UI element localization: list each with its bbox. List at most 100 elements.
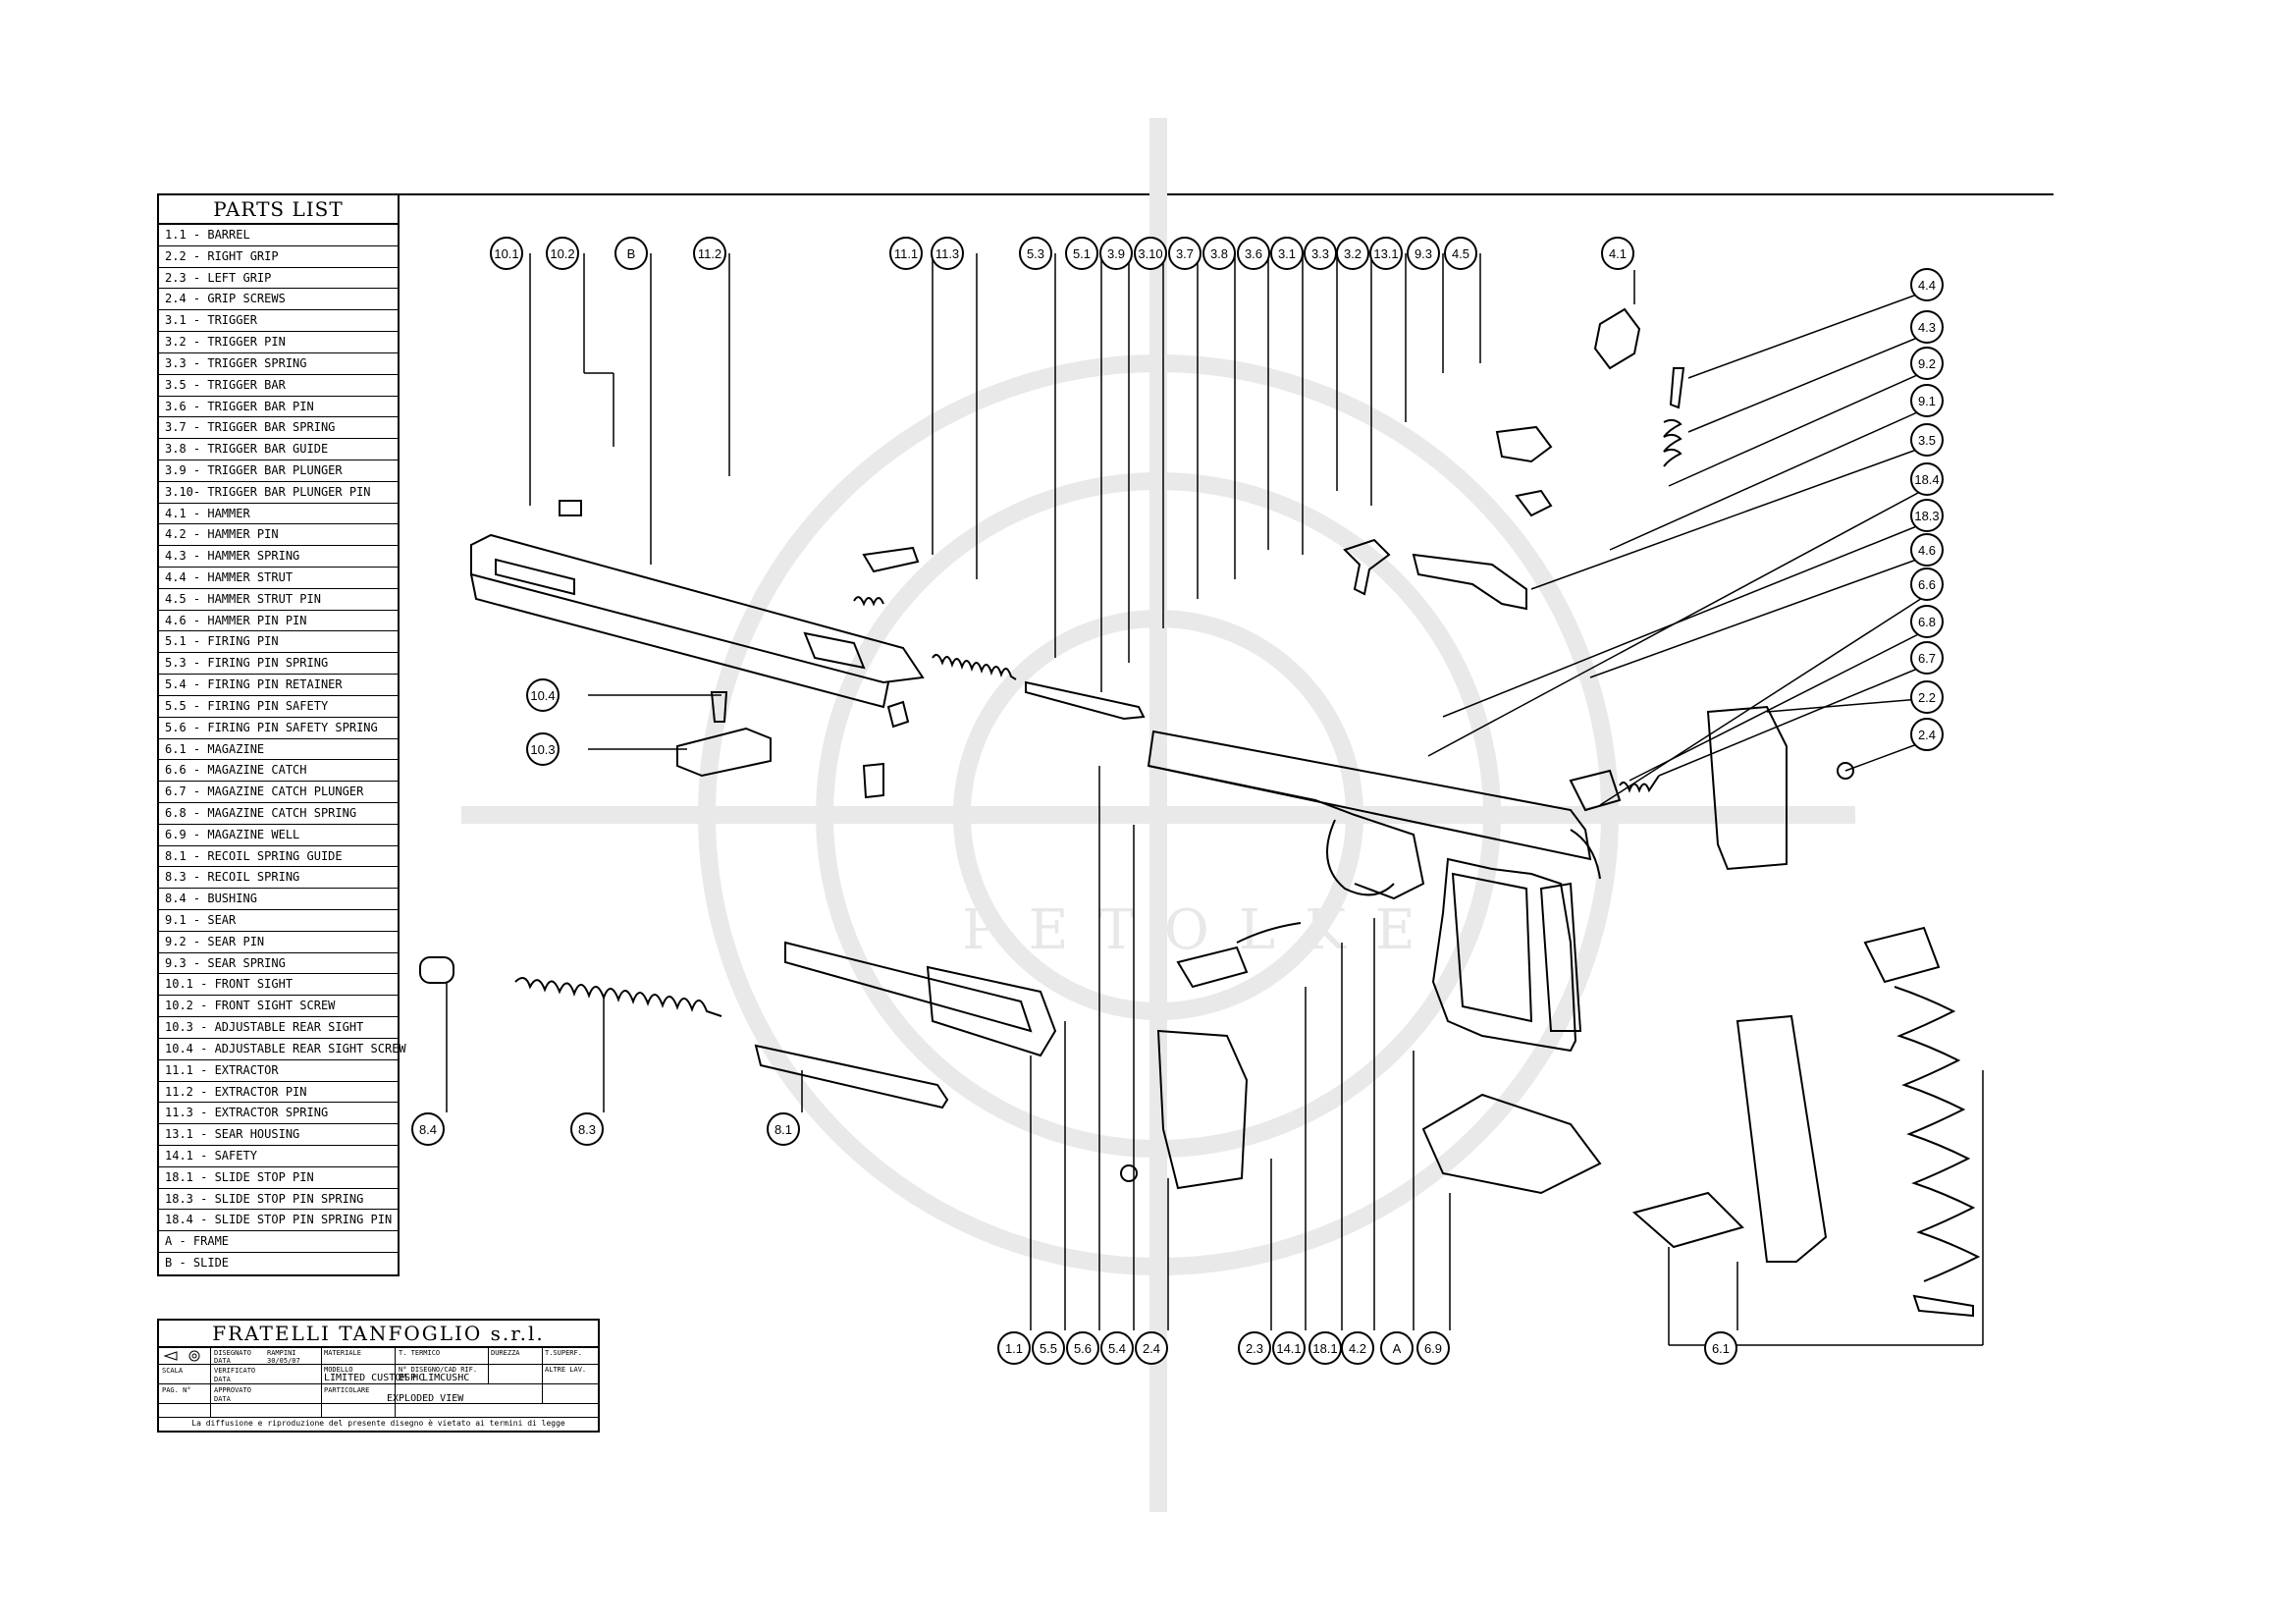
tb-divider	[395, 1348, 396, 1417]
callout-lower: 8.1	[767, 1112, 800, 1146]
parts-list-row: 6.6 - MAGAZINE CATCH	[159, 760, 398, 783]
tb-legal-note: La diffusione e riproduzione del present…	[191, 1419, 565, 1428]
parts-list-row: 11.3 - EXTRACTOR SPRING	[159, 1103, 398, 1125]
tb-durezza-label: DUREZZA	[491, 1349, 520, 1357]
tb-scala-label: SCALA	[162, 1367, 184, 1375]
tb-modello-label: MODELLO	[324, 1366, 353, 1374]
parts-list-row: 14.1 - SAFETY	[159, 1146, 398, 1167]
callout-bottom: 5.6	[1066, 1331, 1099, 1365]
recoil-spring-part	[514, 977, 722, 1017]
tb-divider	[159, 1417, 598, 1418]
callout-lower: 8.4	[411, 1112, 445, 1146]
sear-housing-part	[1495, 425, 1553, 463]
callout-top: 3.6	[1237, 237, 1270, 270]
callout-right: 2.4	[1910, 718, 1944, 751]
parts-list-row: 9.3 - SEAR SPRING	[159, 953, 398, 975]
callout-right: 18.4	[1910, 462, 1944, 496]
callout-top: 3.2	[1336, 237, 1369, 270]
callout-bottom: 6.9	[1416, 1331, 1450, 1365]
tb-divider	[488, 1348, 489, 1383]
right-grip-part	[1706, 705, 1788, 871]
trigger-part	[1343, 538, 1391, 596]
tb-divider	[542, 1348, 543, 1403]
callout-top: 4.1	[1601, 237, 1634, 270]
callout-right: 2.2	[1910, 680, 1944, 714]
callout-bottom: A	[1380, 1331, 1414, 1365]
callout-lower: 8.3	[570, 1112, 604, 1146]
parts-list-row: 3.9 - TRIGGER BAR PLUNGER	[159, 460, 398, 482]
parts-list-row: 8.3 - RECOIL SPRING	[159, 867, 398, 890]
callout-bottom: 5.4	[1100, 1331, 1134, 1365]
magazine-floor-tab-part	[1912, 1294, 1974, 1318]
tb-divider	[321, 1348, 322, 1417]
parts-list-row: 13.1 - SEAR HOUSING	[159, 1124, 398, 1146]
callout-bottom: 5.5	[1032, 1331, 1065, 1365]
tb-data3-label: DATA	[214, 1395, 231, 1403]
parts-list-row: 2.3 - LEFT GRIP	[159, 268, 398, 290]
tb-divider	[159, 1383, 598, 1384]
firing-pin-part	[1025, 680, 1146, 721]
parts-list-row: 11.1 - EXTRACTOR	[159, 1060, 398, 1082]
parts-list-row: 5.1 - FIRING PIN	[159, 631, 398, 654]
tb-disegno-label: N° DISEGNO/CAD RIF.	[399, 1366, 478, 1374]
hammer-spring-part	[1663, 418, 1682, 467]
parts-list-row: 3.7 - TRIGGER BAR SPRING	[159, 417, 398, 440]
sear-part	[1515, 489, 1553, 517]
callout-bottom: 18.1	[1308, 1331, 1342, 1365]
firing-pin-retainer-part	[886, 700, 910, 729]
barrel-part	[784, 941, 1057, 1057]
callout-left: 10.3	[526, 732, 560, 766]
callout-top: 10.1	[490, 237, 523, 270]
callout-right: 4.6	[1910, 533, 1944, 567]
callout-right: 6.8	[1910, 605, 1944, 638]
parts-list-row: 4.3 - HAMMER SPRING	[159, 546, 398, 568]
tb-disegno-value: ESP LIMCUSHC	[399, 1373, 470, 1383]
tb-modello-value: LIMITED CUSTOM HC	[324, 1373, 425, 1383]
parts-list-row: 9.1 - SEAR	[159, 910, 398, 932]
callout-bottom: 6.1	[1704, 1331, 1737, 1365]
callout-right: 6.7	[1910, 641, 1944, 675]
tb-materiale-label: MATERIALE	[324, 1349, 361, 1357]
callout-top: 3.1	[1270, 237, 1304, 270]
firing-pin-safety-part	[862, 762, 884, 799]
callout-bottom: 1.1	[997, 1331, 1031, 1365]
callout-right: 4.4	[1910, 268, 1944, 301]
parts-list-row: 5.5 - FIRING PIN SAFETY	[159, 696, 398, 718]
parts-list-row: 6.8 - MAGAZINE CATCH SPRING	[159, 803, 398, 825]
rear-sight-part	[676, 691, 772, 778]
magazine-catch-spring-part	[1619, 775, 1660, 793]
parts-list-row: 5.4 - FIRING PIN RETAINER	[159, 675, 398, 696]
magazine-plate-part	[1631, 1191, 1744, 1249]
parts-list-row: 1.1 - BARREL	[159, 225, 398, 246]
parts-list-row: 3.10- TRIGGER BAR PLUNGER PIN	[159, 482, 398, 504]
tb-divider	[210, 1348, 211, 1417]
parts-list-row: 4.4 - HAMMER STRUT	[159, 568, 398, 589]
parts-list-row: 4.2 - HAMMER PIN	[159, 524, 398, 547]
magazine-catch-part	[1569, 769, 1622, 812]
parts-list-row: B - SLIDE	[165, 1256, 230, 1270]
grip-screw-right-part	[1837, 762, 1854, 780]
callout-right: 6.6	[1910, 568, 1944, 601]
recoil-guide-part	[754, 1044, 949, 1109]
left-grip-part	[1156, 1029, 1249, 1190]
callout-bottom: 4.2	[1341, 1331, 1374, 1365]
callout-right: 4.3	[1910, 310, 1944, 344]
parts-list-row: 6.9 - MAGAZINE WELL	[159, 825, 398, 846]
grip-screw-left-part	[1120, 1164, 1138, 1182]
magazine-well-part	[1421, 1093, 1602, 1195]
callout-top: 5.1	[1065, 237, 1098, 270]
tb-divider	[159, 1364, 598, 1365]
parts-list-row: 6.1 - MAGAZINE	[159, 739, 398, 761]
parts-list-row: 4.5 - HAMMER STRUT PIN	[159, 589, 398, 611]
tb-disegnato-value: RAMPINI	[267, 1349, 296, 1357]
callout-top: 10.2	[546, 237, 579, 270]
callout-top: 5.3	[1019, 237, 1052, 270]
callout-top: 11.1	[889, 237, 923, 270]
parts-list-title: PARTS LIST	[159, 195, 398, 225]
callout-right: 9.1	[1910, 384, 1944, 417]
callout-bottom: 2.4	[1135, 1331, 1168, 1365]
frame-part	[1147, 730, 1601, 1053]
parts-list-row: 10.2 - FRONT SIGHT SCREW	[159, 996, 398, 1018]
